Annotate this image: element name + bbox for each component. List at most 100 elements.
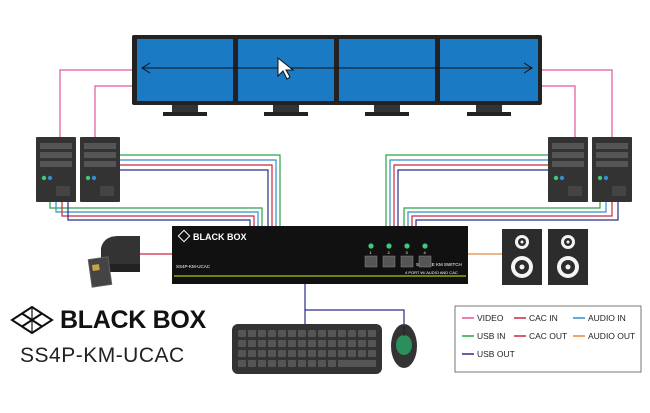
usb-out-cables [304, 284, 405, 330]
keyboard-key [318, 350, 326, 357]
switch-caption-1: SECURE KM SWITCH [416, 262, 462, 267]
keyboard-key [308, 330, 316, 337]
legend-label: VIDEO [477, 313, 504, 323]
video-cable-left-inner [94, 85, 134, 138]
monitor-1-base [163, 112, 207, 116]
monitor-bezel-strip [132, 35, 542, 105]
keyboard-key [328, 340, 336, 347]
keyboard-key [248, 360, 256, 367]
video-cables [59, 69, 613, 138]
legend-label: AUDIO OUT [588, 331, 635, 341]
keyboard-key [298, 340, 306, 347]
legend-label: USB IN [477, 331, 505, 341]
keyboard-key [298, 330, 306, 337]
keyboard-key [298, 350, 306, 357]
cac-reader-icon [87, 236, 140, 288]
monitor-4-base [467, 112, 511, 116]
video-cable-left-outer [59, 69, 134, 138]
monitor-icon [440, 39, 538, 116]
keyboard-key [358, 340, 366, 347]
keyboard-key [338, 360, 376, 367]
port-button-4[interactable] [418, 255, 432, 268]
keyboard-key [348, 330, 356, 337]
port-button-2[interactable] [382, 255, 396, 268]
keyboard-key [268, 350, 276, 357]
monitor-4-neck [476, 105, 502, 113]
screen-span-arrow [141, 62, 533, 74]
keyboard-key [258, 330, 266, 337]
port-led-2 [386, 243, 392, 249]
keyboard-key [248, 350, 256, 357]
monitor-1-screen [137, 39, 233, 101]
port-number: 2 [388, 250, 391, 255]
cpu-towers-left [36, 137, 120, 202]
speaker-icon [548, 229, 588, 285]
keyboard-key [258, 360, 266, 367]
keyboard-key [348, 350, 356, 357]
left-host-cables [49, 154, 281, 226]
keyboard-key [328, 350, 336, 357]
kvm-switch: BLACK BOX SS4P-KM-UCAC SECURE KM SWITCH … [172, 226, 468, 284]
brand-name: BLACK BOX [60, 305, 206, 334]
keyboard-key [298, 360, 306, 367]
keyboard-key [238, 330, 246, 337]
monitor-icon [137, 39, 233, 116]
keyboard-key [238, 360, 246, 367]
monitor-array [132, 35, 542, 116]
video-cable-right-outer [540, 69, 613, 138]
keyboard-key [308, 360, 316, 367]
keyboard-key [268, 330, 276, 337]
keyboard-key [318, 340, 326, 347]
keyboard-key [258, 350, 266, 357]
keyboard-key [328, 330, 336, 337]
keyboard-key [368, 340, 376, 347]
keyboard-key [248, 330, 256, 337]
port-button-3[interactable] [400, 255, 414, 268]
right-host-cables [385, 154, 619, 226]
monitor-icon [339, 39, 435, 116]
port-number: 1 [370, 250, 373, 255]
legend-label: USB OUT [477, 349, 515, 359]
cursor-icon [277, 56, 295, 80]
keyboard-icon [232, 324, 382, 374]
keyboard-key [258, 340, 266, 347]
keyboard-key [338, 350, 346, 357]
video-cable-right-inner [540, 85, 576, 138]
cpu-towers-right [548, 137, 632, 202]
cpu-tower-icon [36, 137, 76, 202]
mouse-icon [391, 324, 417, 368]
keyboard-key [278, 350, 286, 357]
keyboard-key [238, 350, 246, 357]
monitor-1-neck [172, 105, 198, 113]
port-button-1[interactable] [364, 255, 378, 268]
legend-label: AUDIO IN [588, 313, 626, 323]
legend-label: CAC IN [529, 313, 558, 323]
switch-model-small: SS4P-KM-UCAC [176, 264, 211, 269]
cpu-tower-icon [592, 137, 632, 202]
port-number: 3 [406, 250, 409, 255]
keyboard-key [238, 340, 246, 347]
keyboard-key [288, 340, 296, 347]
speaker-icon [502, 229, 542, 285]
model-number: SS4P-KM-UCAC [20, 344, 185, 367]
switch-port-buttons: 1 2 3 4 [364, 243, 432, 268]
keyboard-key [358, 330, 366, 337]
keyboard-key [338, 340, 346, 347]
keyboard-key [308, 340, 316, 347]
black-box-logo-icon [10, 305, 54, 335]
monitor-4-screen [440, 39, 538, 101]
legend-label: CAC OUT [529, 331, 567, 341]
keyboard-key [288, 360, 296, 367]
monitor-3-base [365, 112, 409, 116]
keyboard-key [248, 340, 256, 347]
cpu-tower-icon [80, 137, 120, 202]
keyboard-key [268, 340, 276, 347]
monitor-2-base [264, 112, 308, 116]
keyboard-key [308, 350, 316, 357]
keyboard-key [278, 360, 286, 367]
keyboard-key [348, 340, 356, 347]
cpu-tower-icon [548, 137, 588, 202]
keyboard-key [368, 350, 376, 357]
